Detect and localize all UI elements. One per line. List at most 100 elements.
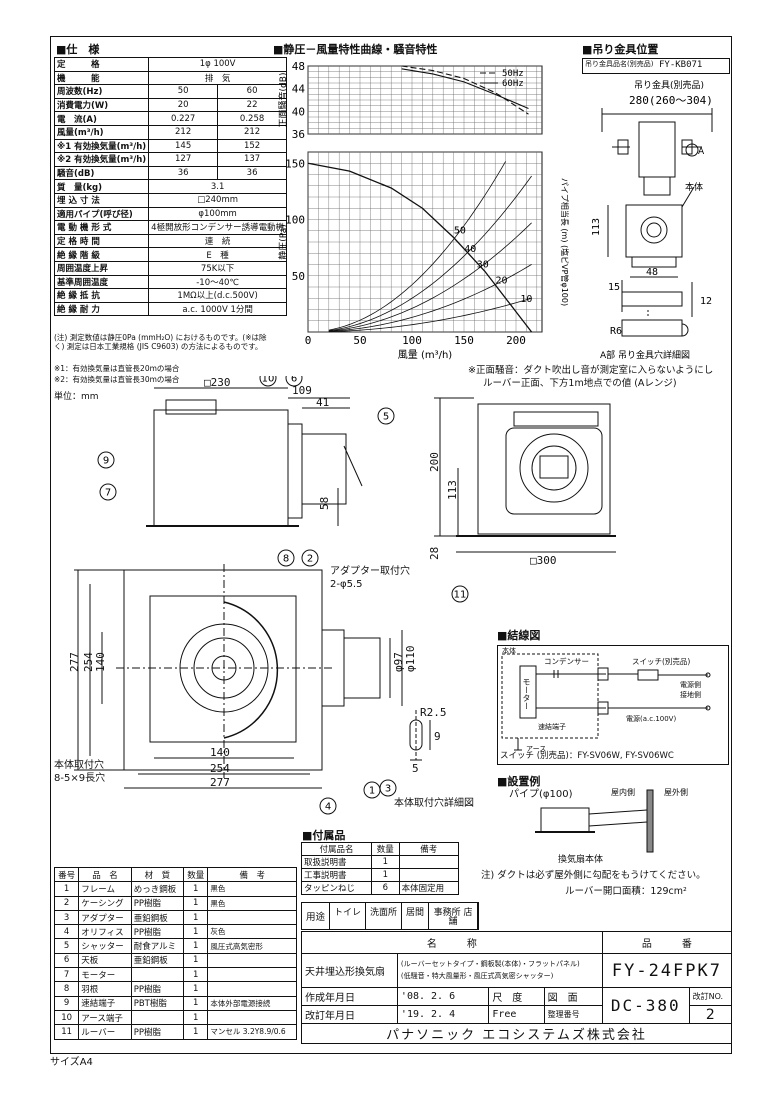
install-hood: 換気扇本体 xyxy=(558,855,604,865)
spec-label: ※2 有効換気量(m³/h) xyxy=(53,152,150,167)
parts-cell: 7 xyxy=(53,967,80,983)
dim-5: 5 xyxy=(412,762,419,775)
parts-cell: 天板 xyxy=(78,952,132,969)
bracket-r6: R6 xyxy=(610,326,622,337)
pressure-ytick-label: 50 xyxy=(292,270,305,283)
tb-rev: 2 xyxy=(688,1005,733,1024)
pressure-ytick-label: 100 xyxy=(285,214,305,227)
noise-ylabel: 正面騒音(dB) xyxy=(277,73,289,128)
callout-number: 4 xyxy=(325,802,331,813)
spec-label: 周波数(Hz) xyxy=(53,84,150,99)
parts-cell: 1 xyxy=(183,1009,209,1026)
wiring-header: ■結線図 xyxy=(497,629,541,642)
wiring-capacitor-label: コンデンサー xyxy=(544,657,589,666)
resistance-curve xyxy=(328,297,532,333)
callout-number: 1 xyxy=(369,786,375,797)
parts-cell: 灰色 xyxy=(207,924,297,940)
parts-col-header: 品 名 xyxy=(78,866,132,883)
parts-cell: ケーシング xyxy=(78,895,132,911)
spec-label: 絶 縁 耐 力 xyxy=(53,301,150,317)
accessories-header: ■付属品 xyxy=(302,829,346,842)
spec-label: 機 能 xyxy=(53,70,150,86)
tb-number-header: 品 番 xyxy=(601,931,733,954)
parts-cell: PP樹脂 xyxy=(130,981,185,997)
wiring-power-label: 電源(a.c.100V) xyxy=(626,715,677,723)
drawing-frame xyxy=(50,36,732,1054)
parts-cell: 速結端子 xyxy=(78,995,132,1011)
title-block: 名 称 品 番 天井埋込形換気扇 (ルーバーセットタイプ・鋼板製(本体)・フラッ… xyxy=(301,931,733,1044)
parts-cell: PP樹脂 xyxy=(130,924,185,940)
callout-circle xyxy=(277,549,295,567)
spec-row: 適用パイプ(呼び径)φ100mm xyxy=(53,206,288,222)
install-pipe-label: パイプ(φ100) xyxy=(509,789,573,800)
usage-item: トイレ xyxy=(330,903,367,929)
parts-cell xyxy=(207,909,297,926)
spec-value-v1: 50 xyxy=(148,84,219,99)
tb-name-sub1: (ルーバーセットタイプ・鋼板製(本体)・フラットパネル) xyxy=(400,960,580,969)
resistance-curve xyxy=(328,175,532,332)
bracket-part xyxy=(638,121,676,178)
parts-cell: 1 xyxy=(183,938,209,954)
bracket-dim-top: 280(260～304) xyxy=(629,94,713,107)
parts-cell: 黒色 xyxy=(207,881,297,897)
spec-label: 基準周囲温度 xyxy=(53,274,150,290)
pressure-xlabel: 風量 (m³/h) xyxy=(398,349,453,361)
parts-cell: 5 xyxy=(53,938,80,954)
footnote-2: ※2：有効換気量は直管長30mの場合 xyxy=(54,375,180,384)
spec-row: 基準周囲温度-10～40℃ xyxy=(53,274,288,290)
spec-value: 75K以下 xyxy=(148,260,288,276)
side-view-body xyxy=(153,409,289,527)
parts-cell: シャッター xyxy=(78,938,132,954)
spec-label: 風量(m³/h) xyxy=(53,124,150,140)
spec-value-v1: 212 xyxy=(148,124,219,140)
parts-cell: 亜鉛鋼板 xyxy=(130,909,185,926)
louver-area: ルーバー開口面積：129cm² xyxy=(565,886,687,897)
body-hole-spec: 8-5×9長穴 xyxy=(54,771,105,784)
wiring-diagram: 本体 モーター コンデンサー スイッチ(別売品) 速結端子 電源側 接地側 電源… xyxy=(497,645,729,765)
spec-value: 1MΩ以上(d.c.500V) xyxy=(148,288,288,303)
parts-cell: 9 xyxy=(53,995,80,1011)
acc-cell xyxy=(398,855,460,869)
dim-113: 113 xyxy=(446,480,459,500)
parts-cell: めっき鋼板 xyxy=(130,881,185,897)
spec-label: 消費電力(W) xyxy=(53,97,150,113)
parts-cell: 1 xyxy=(183,995,209,1011)
parts-cell: アダプター xyxy=(78,909,132,926)
usage-item: 洗面所 xyxy=(366,903,403,929)
parts-cell: 10 xyxy=(53,1009,80,1026)
acc-cell xyxy=(398,868,460,882)
spec-value: 3.1 xyxy=(148,179,288,194)
tb-scale: Free xyxy=(488,1005,545,1024)
tb-scale-label: 尺 度 xyxy=(488,987,545,1006)
dim-r25: R2.5 xyxy=(420,706,447,719)
wiring-switch-label: スイッチ(別売品) xyxy=(632,657,691,666)
spec-note: (注) 測定数値は静圧0Pa (mmH₂O) におけるものです。(※は除く) 測… xyxy=(54,333,267,352)
wiring-switch-note: スイッチ (別売品)：FY-SV06W, FY-SV06WC xyxy=(500,751,674,761)
parts-cell: PP樹脂 xyxy=(130,1024,185,1040)
dim-277b: 277 xyxy=(210,776,230,789)
bracket-body-label: 本体 xyxy=(685,181,703,193)
callout-number: 2 xyxy=(307,554,313,565)
spec-label: 絶 縁 抵 抗 xyxy=(53,288,150,303)
dim-110: φ110 xyxy=(404,646,417,673)
tb-name-main: 天井埋込形換気扇 xyxy=(301,953,398,988)
pressure-ylabel: 静圧(Pa) xyxy=(277,224,289,260)
spec-value-v1: 0.227 xyxy=(148,111,219,126)
dim-200: 200 xyxy=(428,452,441,472)
parts-cell: 3 xyxy=(53,909,80,926)
callout-number: 9 xyxy=(103,456,109,467)
callout-circle xyxy=(97,451,115,469)
tb-name-header: 名 称 xyxy=(301,931,603,954)
callout-circle xyxy=(99,483,117,501)
resistance-curve xyxy=(328,161,506,331)
